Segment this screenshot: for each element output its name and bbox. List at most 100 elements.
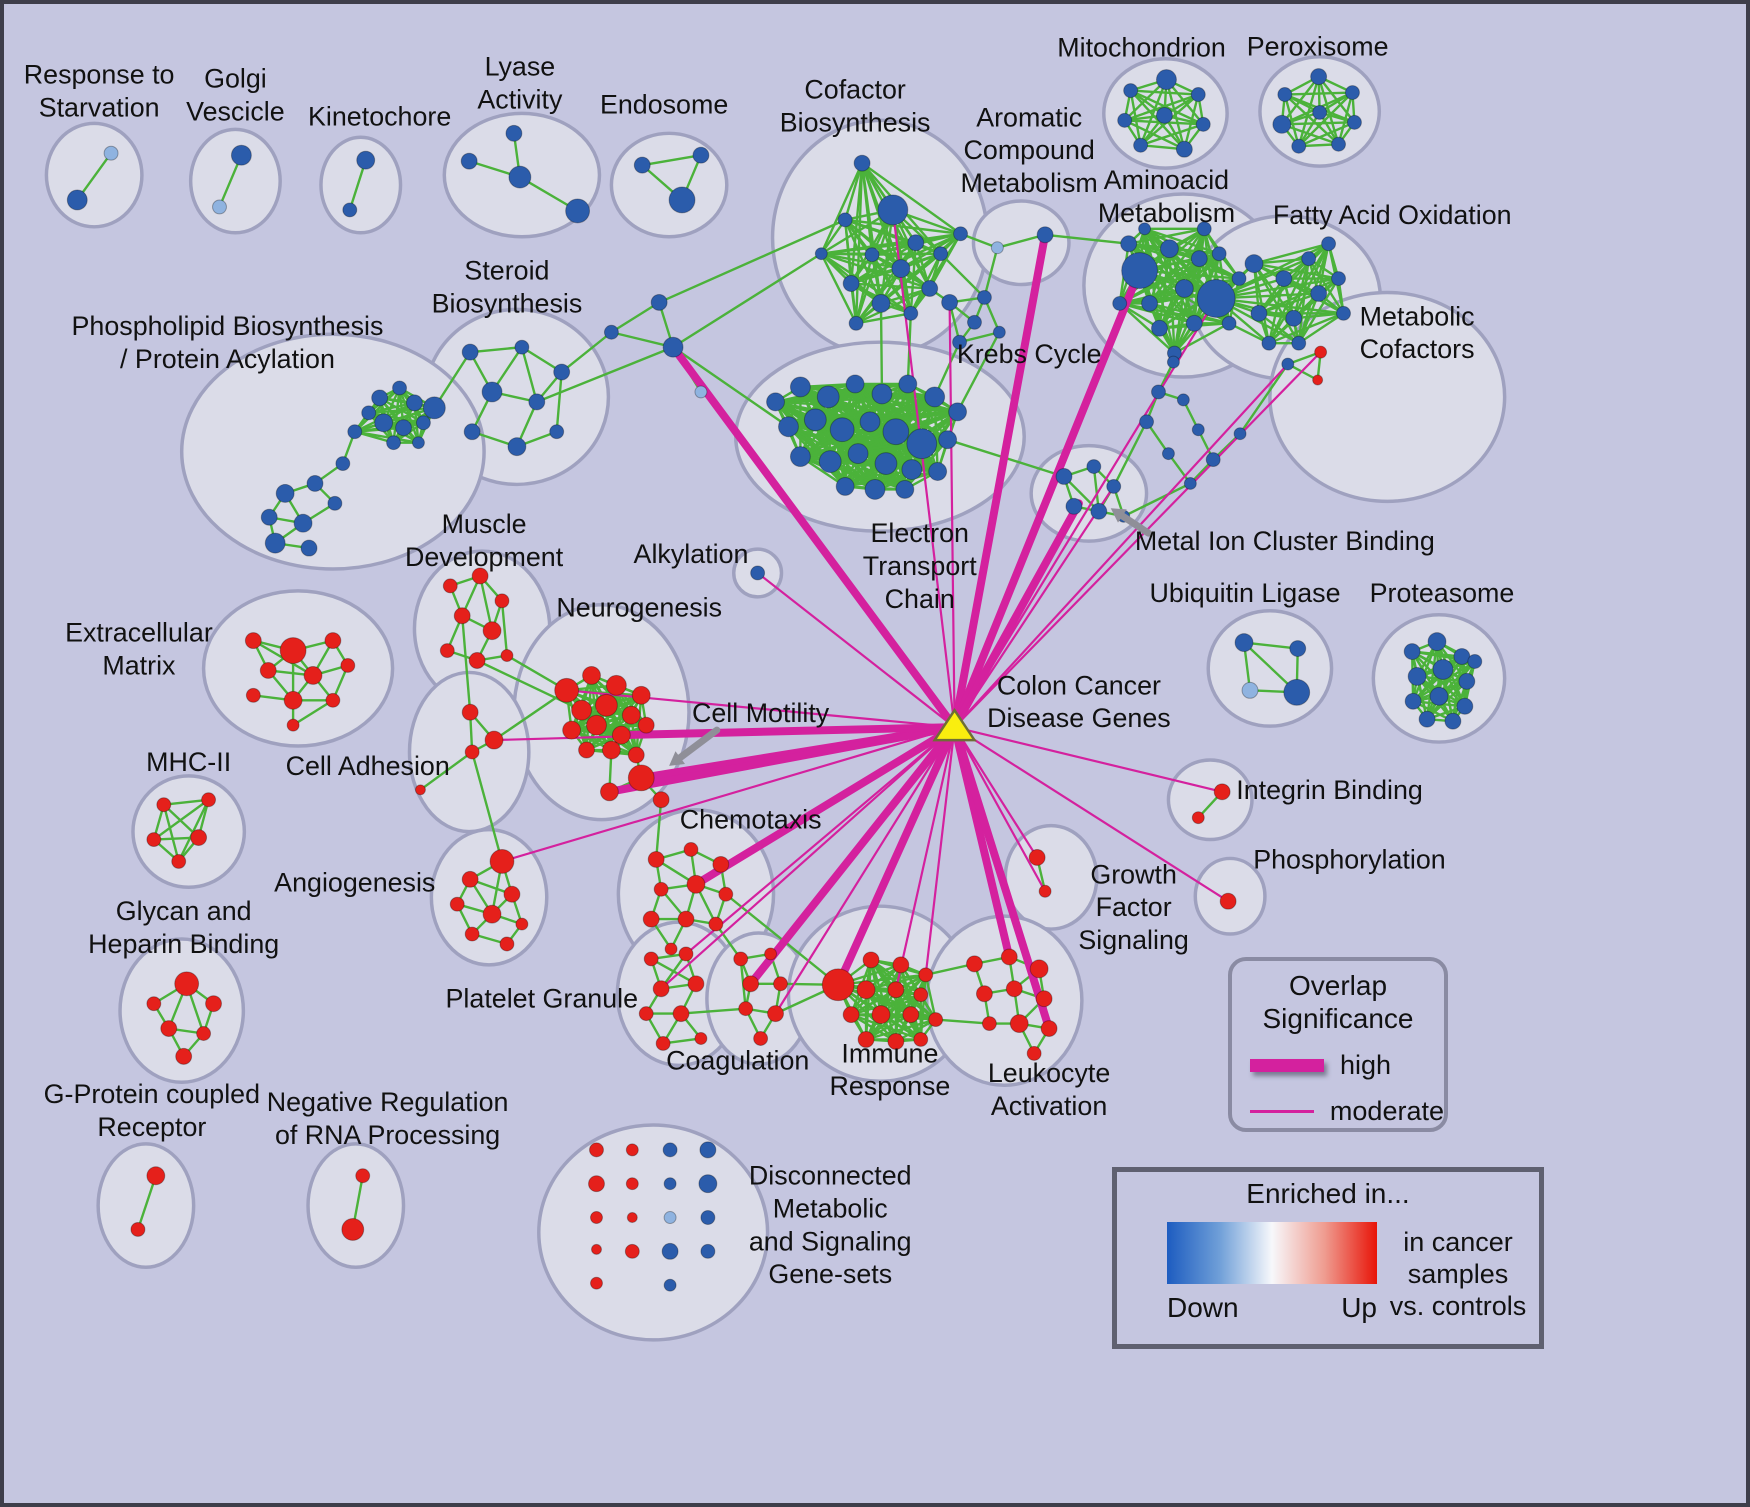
gene-set-node bbox=[1196, 279, 1236, 318]
similarity-edge bbox=[849, 232, 962, 285]
gene-set-node bbox=[1213, 783, 1231, 801]
gene-set-node bbox=[1151, 319, 1168, 337]
gene-set-node bbox=[621, 705, 641, 725]
similarity-edge bbox=[849, 993, 922, 1016]
overlap-edge-high bbox=[950, 499, 1083, 732]
high-significance-line bbox=[1250, 1059, 1324, 1072]
gene-set-node bbox=[653, 881, 669, 897]
gene-set-node bbox=[871, 293, 891, 313]
similarity-edge bbox=[924, 962, 976, 977]
gene-set-node bbox=[1195, 116, 1211, 132]
gene-set-node bbox=[877, 194, 909, 226]
pointer-arrow bbox=[1118, 512, 1153, 537]
gene-set-node bbox=[966, 955, 983, 973]
gene-set-node bbox=[650, 293, 668, 311]
similarity-edge bbox=[152, 798, 210, 841]
similarity-edge bbox=[879, 302, 884, 396]
cluster-label-neurogenesis: Neurogenesis bbox=[556, 593, 722, 623]
similarity-edge bbox=[353, 430, 420, 444]
gene-set-node bbox=[677, 910, 695, 928]
similarity-edge bbox=[1227, 322, 1271, 345]
gene-set-node bbox=[1112, 295, 1128, 311]
cluster-ellipse-glycan-heparin-binding bbox=[118, 937, 246, 1084]
enrichment-gradient-labels: Down Up bbox=[1167, 1292, 1377, 1324]
gene-set-node bbox=[395, 419, 412, 437]
gene-set-node bbox=[1429, 686, 1449, 706]
enrichment-note-line1: in cancer bbox=[1403, 1227, 1513, 1257]
gene-set-node bbox=[1141, 294, 1158, 312]
cluster-label-mitochondrion: Mitochondrion bbox=[1057, 33, 1226, 63]
gene-set-node bbox=[627, 764, 655, 792]
gene-set-node bbox=[130, 1221, 146, 1237]
gene-set-node bbox=[196, 1026, 212, 1041]
similarity-edge bbox=[162, 803, 180, 863]
cluster-label-cell-motility: Cell Motility bbox=[692, 698, 830, 728]
cluster-ellipse-integrin-binding bbox=[1166, 758, 1254, 842]
gene-set-node bbox=[415, 415, 431, 431]
similarity-edge bbox=[1252, 262, 1300, 345]
gene-set-node bbox=[306, 474, 324, 492]
similarity-edge bbox=[1129, 89, 1200, 96]
gene-set-node bbox=[1161, 447, 1175, 461]
gene-set-node bbox=[990, 241, 1004, 255]
overlap-edge-moderate bbox=[953, 351, 1322, 729]
similarity-edge bbox=[654, 798, 663, 861]
cluster-label-ubiquitin-ligase: Ubiquitin Ligase bbox=[1150, 578, 1341, 608]
gene-set-node bbox=[230, 144, 252, 166]
enrichment-legend: Enriched in... Down Up in cancer samples… bbox=[1112, 1167, 1544, 1349]
gene-set-node bbox=[449, 896, 465, 912]
gene-set-node bbox=[293, 513, 313, 533]
gene-set-node bbox=[668, 186, 696, 214]
gene-set-node bbox=[638, 1006, 654, 1022]
similarity-edge bbox=[1267, 312, 1345, 345]
gene-set-node bbox=[672, 1005, 690, 1023]
pointer-arrowhead bbox=[1110, 508, 1127, 523]
gene-set-node bbox=[662, 1142, 678, 1158]
gene-set-node bbox=[891, 259, 911, 279]
gene-set-node bbox=[1183, 476, 1197, 490]
similarity-edge bbox=[1267, 257, 1310, 345]
similarity-edge bbox=[1123, 93, 1200, 122]
gene-set-node bbox=[442, 578, 458, 594]
cluster-ellipse-extracellular-matrix bbox=[201, 589, 395, 748]
enrichment-note: in cancer samples vs. controls bbox=[1377, 1226, 1539, 1324]
gene-set-node bbox=[1310, 68, 1328, 86]
gene-set-node bbox=[1331, 271, 1346, 286]
cluster-label-phosphorylation: Phosphorylation bbox=[1253, 844, 1446, 874]
gene-set-node bbox=[1138, 222, 1152, 236]
gene-set-node bbox=[1289, 640, 1307, 658]
gene-set-node bbox=[975, 985, 993, 1003]
gene-set-node bbox=[1159, 239, 1179, 259]
gene-set-node bbox=[864, 247, 880, 263]
gene-set-node bbox=[733, 951, 749, 967]
gene-set-node bbox=[845, 374, 865, 394]
gene-set-node bbox=[692, 146, 710, 164]
gene-set-node bbox=[816, 385, 840, 409]
similarity-edge bbox=[1280, 75, 1320, 126]
overlap-edge-moderate bbox=[684, 726, 956, 956]
similarity-edge bbox=[1411, 640, 1439, 703]
overlap-edge-high bbox=[691, 723, 959, 889]
gene-set-node bbox=[578, 741, 595, 759]
similarity-edge bbox=[1252, 262, 1271, 345]
gene-set-node bbox=[700, 1210, 716, 1225]
layer-marks bbox=[669, 508, 1153, 766]
similarity-edge bbox=[610, 301, 661, 334]
gene-set-node bbox=[146, 1166, 166, 1186]
gene-set-node bbox=[902, 1006, 920, 1024]
similarity-edge bbox=[854, 312, 913, 325]
similarity-edge bbox=[820, 161, 864, 255]
similarity-edge bbox=[933, 395, 939, 473]
gene-set-node bbox=[275, 483, 295, 503]
similarity-edge bbox=[1297, 277, 1340, 345]
gene-set-node bbox=[1346, 114, 1362, 130]
cluster-ellipse-aromatic-compound-metabolism bbox=[971, 199, 1071, 287]
gene-set-node bbox=[463, 423, 481, 441]
gene-set-node bbox=[1191, 811, 1205, 825]
gene-set-node bbox=[626, 1212, 638, 1223]
gene-set-node bbox=[174, 971, 200, 997]
cluster-ellipse-disconnected-gene-sets bbox=[537, 1123, 770, 1342]
similarity-edge bbox=[956, 331, 1001, 414]
gene-set-node bbox=[582, 665, 601, 685]
